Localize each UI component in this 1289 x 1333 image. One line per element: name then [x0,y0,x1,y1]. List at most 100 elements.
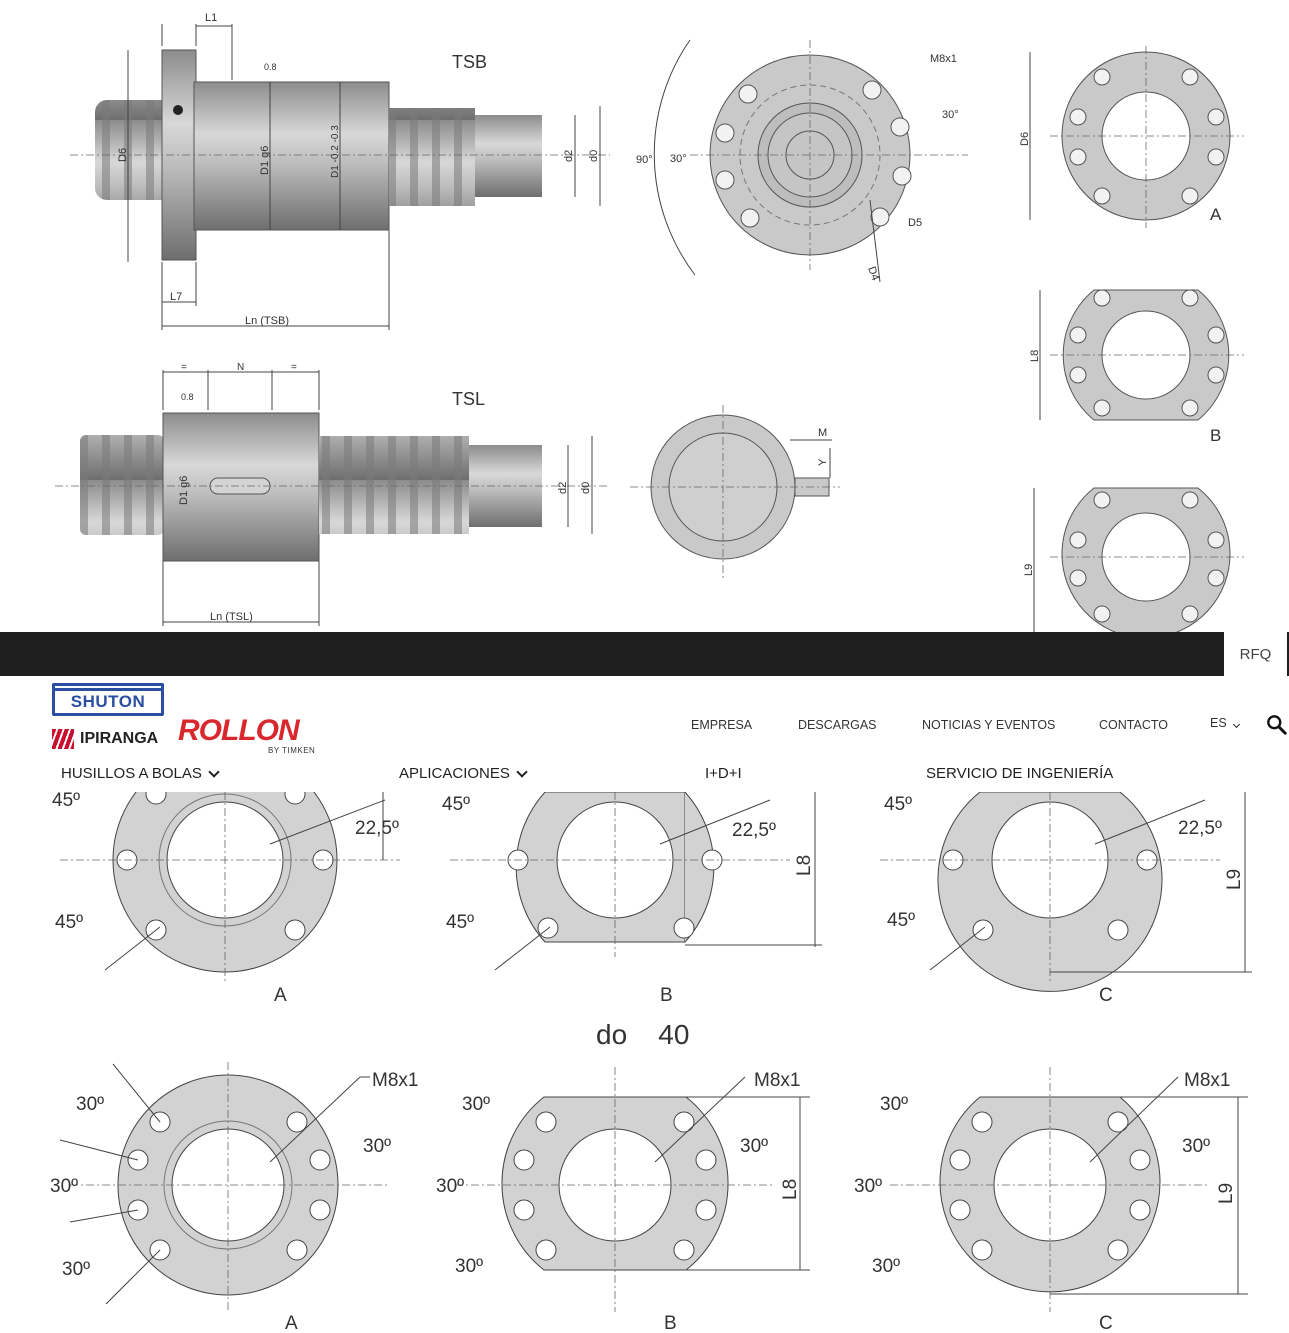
label-30-c-right: 30º [1182,1136,1210,1157]
label-45-c-bottom: 45º [887,910,915,931]
label-eq-right: = [291,362,297,373]
label-m8x1-top: M8x1 [930,53,957,65]
label-flange-c-30: C [1099,1313,1113,1333]
label-ln-tsl: Ln (TSL) [210,611,253,623]
label-30-c-2: 30º [854,1176,882,1197]
label-l8-b-45: L8 [794,855,815,876]
nav-aplicaciones[interactable]: APLICACIONES [399,765,528,782]
label-30-a-1: 30º [76,1094,104,1115]
label-flange-b-small: B [1210,426,1221,445]
rfq-button[interactable]: RFQ [1224,632,1289,676]
label-y: Y [817,458,829,466]
flange-45-c: 45º 45º 22,5º L9 C [880,792,1252,1006]
flange-30-b: 30º 30º 30º 30º M8x1 L8 B [436,1067,810,1333]
label-flange-a-45: A [274,985,287,1006]
shuton-logo[interactable]: SHUTON [52,683,164,716]
label-d6: D6 [117,148,129,162]
label-roughness-tsl: 0.8 [181,392,194,402]
rollon-logo[interactable]: ROLLON [178,714,300,747]
nav-contacto[interactable]: CONTACTO [1099,718,1168,732]
label-45-b-top: 45º [442,794,470,815]
label-flange-b-30: B [664,1313,677,1333]
language-selector[interactable]: ES [1210,716,1241,730]
label-l1: L1 [205,12,217,24]
label-m8x1-a: M8x1 [372,1070,418,1091]
chevron-down-icon [516,765,528,778]
site-header: SHUTON IPIRANGA ROLLON BY TIMKEN EMPRESA… [0,676,1289,792]
label-30-c-3: 30º [872,1256,900,1277]
label-l8-small: L8 [1029,350,1041,362]
flange-30-c: 30º 30º 30º 30º M8x1 L9 C [854,1067,1248,1333]
label-m8x1-b: M8x1 [754,1070,800,1091]
nav-descargas[interactable]: DESCARGAS [798,718,877,732]
label-n: N [237,362,244,373]
flange-front-view: M8x1 30° 30° 90° D5 D4 [636,39,968,282]
label-45-c-top: 45º [884,794,912,815]
label-d4: D4 [865,265,881,282]
tsl-front-view: M Y [630,405,840,580]
label-d2: d2 [563,150,575,162]
nav-servicio-ingenieria[interactable]: SERVICIO DE INGENIERÍA [926,765,1114,782]
tsb-nut-drawing: L1 TSB 0.8 L7 Ln (TSB) D6 D1 g6 D1 -0.2 … [70,12,610,330]
label-45-b-bottom: 45º [446,912,474,933]
label-d0-tsl: d0 [580,482,592,494]
flange-type-b-small: L8 B [1029,289,1244,445]
label-d1g6: D1 g6 [259,146,271,175]
label-d1g6-tsl: D1 g6 [178,476,190,505]
label-d0: d0 [588,150,600,162]
chevron-down-icon [1233,720,1241,729]
label-l7: L7 [170,291,182,303]
label-l8-b-30: L8 [780,1179,801,1200]
nav-husillos-a-bolas[interactable]: HUSILLOS A BOLAS [61,765,220,782]
label-m8x1-c: M8x1 [1184,1070,1230,1091]
rollon-logo-subtitle: BY TIMKEN [268,746,316,755]
search-icon[interactable] [1266,714,1288,736]
label-30-b-1: 30º [462,1094,490,1115]
label-225-c: 22,5º [1178,818,1222,839]
label-d5: D5 [908,217,922,229]
label-30-a-3: 30º [62,1259,90,1280]
language-label: ES [1210,716,1227,730]
label-30-a-2: 30º [50,1176,78,1197]
label-do-40: do 40 [596,1019,689,1050]
label-flange-a-30: A [285,1313,298,1333]
label-roughness: 0.8 [264,62,277,72]
label-30-b-right: 30º [740,1136,768,1157]
label-d2-tsl: d2 [557,482,569,494]
label-ln-tsb: Ln (TSB) [245,315,289,327]
ipiranga-logo[interactable]: IPIRANGA [52,728,158,750]
nav-noticias-eventos[interactable]: NOTICIAS Y EVENTOS [922,718,1056,732]
flange-45-a: 45º 45º 22,5º A [52,792,400,1006]
label-30-left: 30° [670,153,687,165]
technical-drawing-bottom: 45º 45º 22,5º A 45º 45º 22,5º L8 B 45º 4… [50,792,1252,1333]
nav-empresa[interactable]: EMPRESA [691,718,753,732]
ipiranga-mark-icon [52,729,74,749]
chevron-down-icon [208,765,220,778]
label-flange-a-small: A [1210,205,1222,224]
flange-45-b: 45º 45º 22,5º L8 B [442,792,822,1006]
label-l9-c-30: L9 [1216,1183,1237,1204]
flange-30-a: 30º 30º 30º 30º M8x1 A [50,1062,418,1333]
label-45-a-top: 45º [52,792,80,811]
label-30-b-3: 30º [455,1256,483,1277]
tsl-nut-drawing: = N = 0.8 TSL Ln (TSL) D1 g6 d2 d0 [55,362,610,626]
nav-husillos-label: HUSILLOS A BOLAS [61,765,202,782]
label-flange-b-45: B [660,985,673,1006]
label-30-a-right: 30º [363,1136,391,1157]
label-flange-c-45: C [1099,985,1113,1006]
label-30-c-1: 30º [880,1094,908,1115]
label-tsb: TSB [452,52,487,72]
label-45-a-bottom: 45º [55,912,83,933]
label-90: 90° [636,154,653,166]
label-eq-left: = [181,362,187,373]
label-d1-tol: D1 -0.2 -0.3 [330,125,341,178]
label-30-b-2: 30º [436,1176,464,1197]
flange-type-a-small: D6 A [1019,46,1244,228]
label-225-a: 22,5º [355,818,399,839]
ipiranga-logo-text: IPIRANGA [80,730,159,747]
nav-idi[interactable]: I+D+I [705,765,742,782]
flange-type-c-small: L9 [1023,487,1244,632]
label-l9-small: L9 [1023,564,1035,576]
label-tsl: TSL [452,389,485,409]
label-d6-flange: D6 [1019,132,1031,146]
